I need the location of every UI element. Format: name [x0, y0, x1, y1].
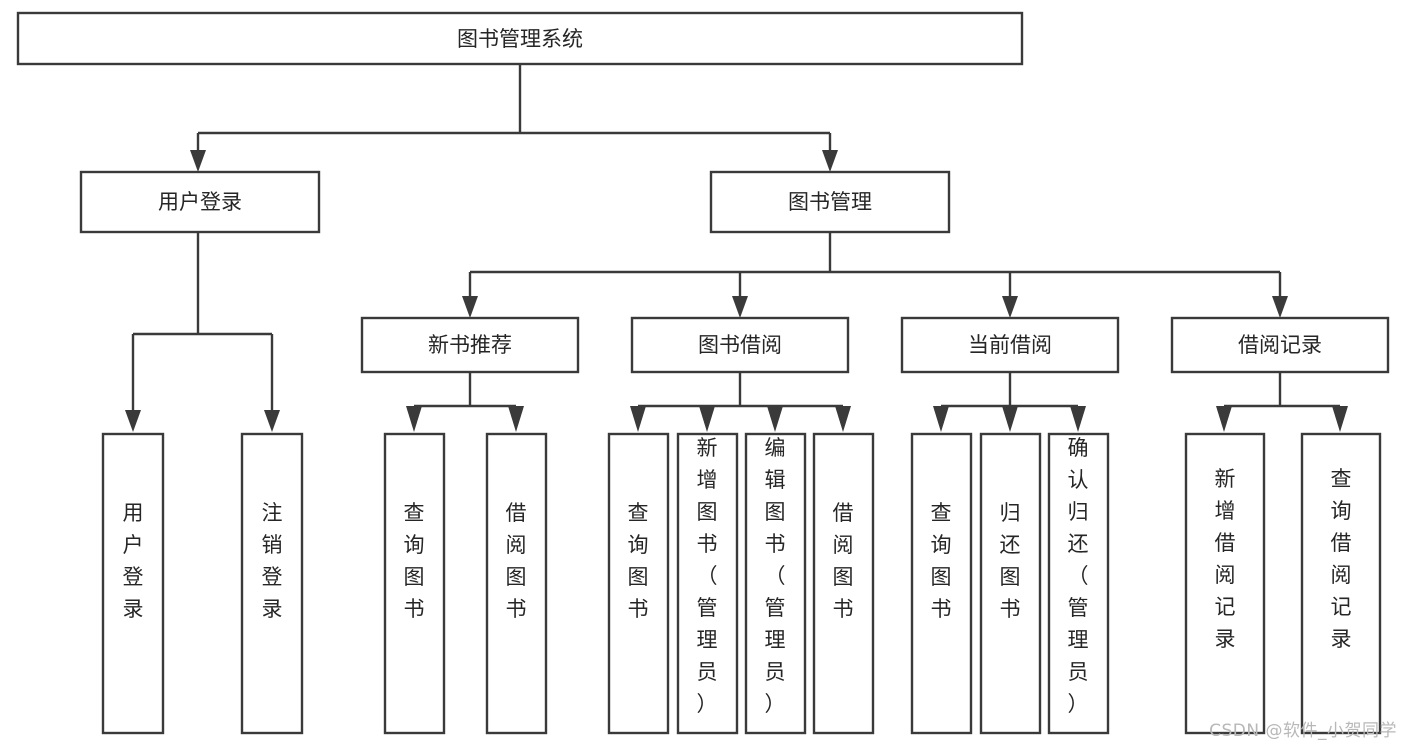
leaf-borrow-2[interactable]: 新增图书（管理员）	[676, 432, 739, 735]
node-borrow-record-label: 借阅记录	[1238, 333, 1322, 357]
node-root[interactable]: 图书管理系统	[16, 11, 1024, 66]
arrow-user-login-leaf2	[264, 410, 280, 432]
leaf-user-login-2-box[interactable]	[240, 432, 304, 735]
leaf-current-2[interactable]: 归还图书	[979, 432, 1042, 735]
arrow-recommend-leaf2	[508, 406, 524, 432]
arrow-book-mgmt-to-c2	[732, 296, 748, 318]
node-new-book-recommend[interactable]: 新书推荐	[360, 316, 580, 374]
leaf-borrow-4[interactable]: 借阅图书	[812, 432, 875, 735]
arrow-recommend-leaf1	[406, 406, 422, 432]
leaf-current-2-box[interactable]	[979, 432, 1042, 735]
arrow-record-leaf2	[1332, 406, 1348, 432]
arrow-root-to-book-mgmt	[822, 150, 838, 172]
leaf-record-2[interactable]: 查询借阅记录	[1300, 432, 1382, 735]
leaf-borrow-4-box[interactable]	[812, 432, 875, 735]
node-current-borrow-label: 当前借阅	[968, 333, 1052, 357]
connector-layer	[125, 64, 1348, 432]
leaf-record-2-label: 查询借阅记录	[1331, 467, 1352, 651]
leaf-user-login-1[interactable]: 用户登录	[101, 432, 165, 735]
leaf-user-login-1-label: 用户登录	[123, 501, 144, 621]
leaf-recommend-1-label: 查询图书	[404, 501, 425, 621]
leaf-record-1-box[interactable]	[1184, 432, 1266, 735]
leaf-borrow-3-label: 编辑图书（管理员）	[765, 436, 786, 716]
leaf-current-3-box[interactable]	[1047, 432, 1110, 735]
leaf-current-1-box[interactable]	[910, 432, 973, 735]
leaf-recommend-2[interactable]: 借阅图书	[485, 432, 548, 735]
leaf-current-3[interactable]: 确认归还（管理员）	[1047, 432, 1110, 735]
node-borrow-record-box[interactable]	[1170, 316, 1390, 374]
node-root-label: 图书管理系统	[457, 27, 583, 51]
node-user-login-box[interactable]	[79, 170, 321, 234]
leaf-borrow-2-box[interactable]	[676, 432, 739, 735]
node-new-book-recommend-label: 新书推荐	[428, 333, 512, 357]
leaf-recommend-1[interactable]: 查询图书	[383, 432, 446, 735]
arrow-record-leaf1	[1216, 406, 1232, 432]
leaf-user-login-2[interactable]: 注销登录	[240, 432, 304, 735]
node-book-borrow-box[interactable]	[630, 316, 850, 374]
leaf-current-3-label: 确认归还（管理员）	[1068, 436, 1089, 716]
leaf-borrow-1-label: 查询图书	[628, 501, 649, 621]
leaf-current-2-label: 归还图书	[1000, 501, 1021, 621]
arrow-current-leaf1	[933, 406, 949, 432]
arrow-borrow-leaf2	[699, 406, 715, 432]
leaf-record-1-label: 新增借阅记录	[1215, 467, 1236, 651]
arrow-user-login-leaf1	[125, 410, 141, 432]
node-book-borrow-label: 图书借阅	[698, 333, 782, 357]
leaf-record-2-box[interactable]	[1300, 432, 1382, 735]
leaf-recommend-2-box[interactable]	[485, 432, 548, 735]
node-current-borrow-box[interactable]	[900, 316, 1120, 374]
arrow-root-to-user-login	[190, 150, 206, 172]
node-book-management-box[interactable]	[709, 170, 951, 234]
arrow-current-leaf2	[1002, 406, 1018, 432]
node-book-borrow[interactable]: 图书借阅	[630, 316, 850, 374]
leaf-borrow-4-label: 借阅图书	[833, 501, 854, 621]
arrow-book-mgmt-to-c4	[1272, 296, 1288, 318]
leaf-recommend-1-box[interactable]	[383, 432, 446, 735]
leaf-borrow-1[interactable]: 查询图书	[607, 432, 670, 735]
arrow-borrow-leaf1	[630, 406, 646, 432]
leaf-current-1-label: 查询图书	[931, 501, 952, 621]
leaf-borrow-3-box[interactable]	[744, 432, 807, 735]
arrow-current-leaf3	[1070, 406, 1086, 432]
arrow-borrow-leaf4	[835, 406, 851, 432]
node-borrow-record[interactable]: 借阅记录	[1170, 316, 1390, 374]
leaf-record-1[interactable]: 新增借阅记录	[1184, 432, 1266, 735]
leaf-recommend-2-label: 借阅图书	[506, 501, 527, 621]
node-book-management-label: 图书管理	[788, 190, 872, 214]
leaf-current-1[interactable]: 查询图书	[910, 432, 973, 735]
node-root-box[interactable]	[16, 11, 1024, 66]
node-current-borrow[interactable]: 当前借阅	[900, 316, 1120, 374]
leaf-user-login-2-label: 注销登录	[262, 501, 283, 621]
arrow-book-mgmt-to-c3	[1002, 296, 1018, 318]
arrow-book-mgmt-to-c1	[462, 296, 478, 318]
arrow-borrow-leaf3	[767, 406, 783, 432]
node-book-management[interactable]: 图书管理	[709, 170, 951, 234]
leaf-borrow-1-box[interactable]	[607, 432, 670, 735]
leaf-user-login-1-box[interactable]	[101, 432, 165, 735]
node-user-login[interactable]: 用户登录	[79, 170, 321, 234]
node-user-login-label: 用户登录	[158, 190, 242, 214]
leaf-borrow-3[interactable]: 编辑图书（管理员）	[744, 432, 807, 735]
leaf-borrow-2-label: 新增图书（管理员）	[697, 436, 718, 716]
node-new-book-recommend-box[interactable]	[360, 316, 580, 374]
